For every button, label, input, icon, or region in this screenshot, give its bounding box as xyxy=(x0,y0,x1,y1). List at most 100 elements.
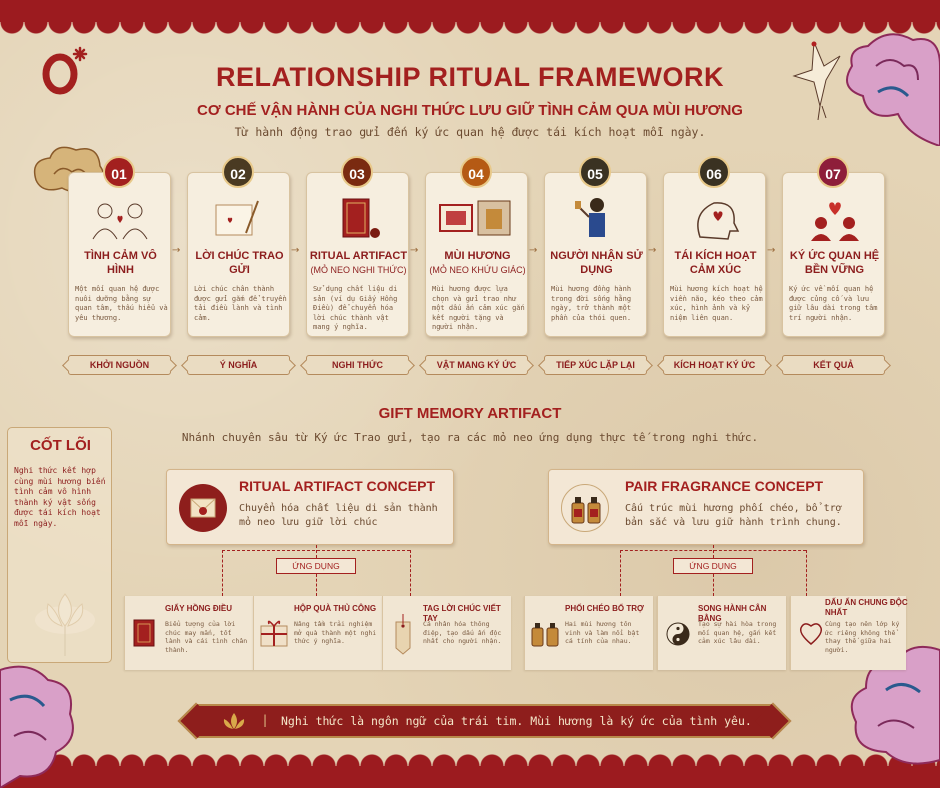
cloud-decoration-bottom-right xyxy=(850,646,940,765)
step-number-badge: 06 xyxy=(698,156,730,188)
section2-title: GIFT MEMORY ARTIFACT xyxy=(378,405,562,422)
step-card-04: MÙI HƯƠNG(MỎ NEO KHỨU GIÁC) Mùi hương đượ… xyxy=(425,172,528,337)
core-title: CỐT LÕI xyxy=(30,437,91,454)
step-description: Mùi hương kích hoạt hệ viền não, kéo the… xyxy=(670,285,763,322)
step-illustration-icon xyxy=(188,193,291,249)
app-card-song-hanh: SONG HÀNH CÂN BẰNG Tạo sự hài hòa trong … xyxy=(657,596,786,670)
core-description: Nghi thức kết hợp cùng mùi hương biến tì… xyxy=(14,466,106,528)
step-stage-tag: Ý NGHĨA xyxy=(187,355,290,375)
arrow-right-icon: → xyxy=(291,245,300,256)
connector-line xyxy=(222,550,410,551)
app-card-phoi-cheo: PHỐI CHÉO BỔ TRỢ Hai mùi hương tôn vinh … xyxy=(524,596,653,670)
red-paper-icon xyxy=(133,619,155,647)
step-illustration-icon xyxy=(545,193,648,249)
yin-yang-icon xyxy=(666,622,690,646)
step-card-06: TÁI KÍCH HOẠT CẢM XÚC Mùi hương kích hoạt… xyxy=(663,172,766,337)
footer-separator: | xyxy=(263,713,268,727)
step-title: TÌNH CẢM VÔ HÌNH xyxy=(84,250,157,276)
step-number-badge: 02 xyxy=(222,156,254,188)
core-box: CỐT LÕI Nghi thức kết hợp cùng mùi hương… xyxy=(7,427,112,663)
perfume-bottles-icon xyxy=(561,484,609,532)
gift-box-icon xyxy=(260,620,288,647)
step-card-05: NGƯỜI NHẬN SỬ DỤNG Mùi hương đồng hành tr… xyxy=(544,172,647,337)
step-illustration-icon xyxy=(69,193,172,249)
step-description: Ký ức về mối quan hệ được củng cố và lưu… xyxy=(789,285,878,322)
page-tagline: Từ hành động trao gửi đến ký ức quan hệ … xyxy=(234,125,706,139)
page-title: RELATIONSHIP RITUAL FRAMEWORK xyxy=(216,62,724,92)
step-card-02: LỜI CHÚC TRAO GỬI Lời chúc chân thành đượ… xyxy=(187,172,290,337)
step-stage-tag: KẾT QUẢ xyxy=(782,355,885,375)
app-card-giay-hong-dieu: GIẤY HỒNG ĐIỀU Biểu tượng của lời chúc m… xyxy=(124,596,253,670)
step-title: KÝ ỨC QUAN HỆ BỀN VỮNG xyxy=(789,250,880,276)
step-illustration-icon xyxy=(426,193,529,249)
step-stage-tag: TIẾP XÚC LẶP LẠI xyxy=(544,355,647,375)
app-card-dau-an-chung: DẤU ẤN CHUNG ĐỘC NHẤT Cùng tạo nên lớp k… xyxy=(790,596,908,670)
step-description: Mùi hương đồng hành trong đời sống hằng … xyxy=(551,285,632,322)
page-subtitle: CƠ CHẾ VẬN HÀNH CỦA NGHI THỨC LƯU GIỮ TÌ… xyxy=(197,102,743,119)
connector-line xyxy=(806,550,807,596)
step-description: Một mối quan hệ được nuôi dưỡng bằng sự … xyxy=(75,285,168,322)
step-stage-tag: KHỞI NGUỒN xyxy=(68,355,171,375)
step-stage-tag: NGHI THỨC xyxy=(306,355,409,375)
footer-quote: Nghi thức là ngôn ngữ của trái tim. Mùi … xyxy=(281,714,752,728)
arrow-right-icon: → xyxy=(410,245,419,256)
step-illustration-icon xyxy=(783,193,886,249)
connector-line xyxy=(620,550,806,551)
step-number-badge: 03 xyxy=(341,156,373,188)
concept-ritual-artifact: RITUAL ARTIFACT CONCEPT Chuyển hóa chất … xyxy=(166,469,454,545)
step-title: RITUAL ARTIFACT(MỎ NEO NGHI THỨC) xyxy=(309,250,408,275)
connector-line xyxy=(620,550,621,596)
crane-decoration xyxy=(792,41,841,120)
cloud-decoration-top-right xyxy=(845,33,940,146)
step-title: TÁI KÍCH HOẠT CẢM XÚC xyxy=(674,250,757,276)
perfume-pair-icon xyxy=(531,623,559,647)
step-card-03: RITUAL ARTIFACT(MỎ NEO NGHI THỨC) Sử dụng… xyxy=(306,172,409,337)
concept-title: PAIR FRAGRANCE CONCEPT xyxy=(625,478,824,494)
footer-banner: | Nghi thức là ngôn ngữ của trái tim. Mù… xyxy=(193,704,776,738)
connector-line xyxy=(316,574,317,596)
arrow-right-icon: → xyxy=(767,245,776,256)
step-stage-tag: VẬT MANG KÝ ỨC xyxy=(425,355,528,375)
step-number-badge: 04 xyxy=(460,156,492,188)
step-number-badge: 05 xyxy=(579,156,611,188)
connector-line xyxy=(410,550,411,596)
step-subtitle: (MỎ NEO NGHI THỨC) xyxy=(310,265,407,275)
cloud-decoration-bottom-left xyxy=(0,665,74,788)
step-title: MÙI HƯƠNG(MỎ NEO KHỨU GIÁC) xyxy=(429,250,526,275)
step-card-07: KÝ ỨC QUAN HỆ BỀN VỮNG Ký ức về mối quan … xyxy=(782,172,885,337)
step-title: NGƯỜI NHẬN SỬ DỤNG xyxy=(550,250,643,276)
step-title: LỜI CHÚC TRAO GỬI xyxy=(195,250,284,276)
app-card-tag-loi-chuc: TAG LỜI CHÚC VIẾT TAY Cá nhân hóa thông … xyxy=(382,596,511,670)
concept-description: Chuyển hóa chất liệu di sản thành mỏ neo… xyxy=(239,503,438,528)
heart-outline-icon xyxy=(799,623,823,645)
step-description: Mùi hương được lựa chọn và gửi trao như … xyxy=(432,285,525,331)
arrow-right-icon: → xyxy=(648,245,657,256)
connector-line xyxy=(316,545,317,558)
step-illustration-icon xyxy=(664,193,767,249)
bottom-border xyxy=(0,754,940,788)
step-subtitle: (MỎ NEO KHỨU GIÁC) xyxy=(429,265,526,275)
step-description: Lời chúc chân thành được gửi gắm để truy… xyxy=(194,285,287,322)
app-card-hop-qua: HỘP QUÀ THỦ CÔNG Nâng tầm trải nghiệm mở… xyxy=(253,596,382,670)
step-card-01: TÌNH CẢM VÔ HÌNH Một mối quan hệ được nuô… xyxy=(68,172,171,337)
step-description: Sử dụng chất liệu di sản (ví dụ Giấy Hồn… xyxy=(313,285,398,331)
arrow-right-icon: → xyxy=(172,245,181,256)
step-number-badge: 07 xyxy=(817,156,849,188)
connector-line xyxy=(713,574,714,596)
tag-icon xyxy=(395,614,411,655)
concept-title: RITUAL ARTIFACT CONCEPT xyxy=(239,478,435,494)
apply-tag: ỨNG DỤNG xyxy=(673,558,753,574)
section2-subtitle: Nhánh chuyên sâu từ Ký ức Trao gửi, tạo … xyxy=(181,431,759,444)
connector-line xyxy=(713,545,714,558)
step-stage-tag: KÍCH HOẠT KÝ ỨC xyxy=(663,355,766,375)
step-number-badge: 01 xyxy=(103,156,135,188)
top-border xyxy=(0,0,940,34)
brand-logo-icon xyxy=(42,46,88,95)
envelope-icon xyxy=(179,484,227,532)
step-illustration-icon xyxy=(307,193,410,249)
lotus-icon xyxy=(223,713,245,729)
connector-line xyxy=(222,550,223,596)
apply-tag: ỨNG DỤNG xyxy=(276,558,356,574)
concept-pair-fragrance: PAIR FRAGRANCE CONCEPT Cấu trúc mùi hươn… xyxy=(548,469,864,545)
concept-description: Cấu trúc mùi hương phối chéo, bổ trợ bản… xyxy=(625,503,842,528)
